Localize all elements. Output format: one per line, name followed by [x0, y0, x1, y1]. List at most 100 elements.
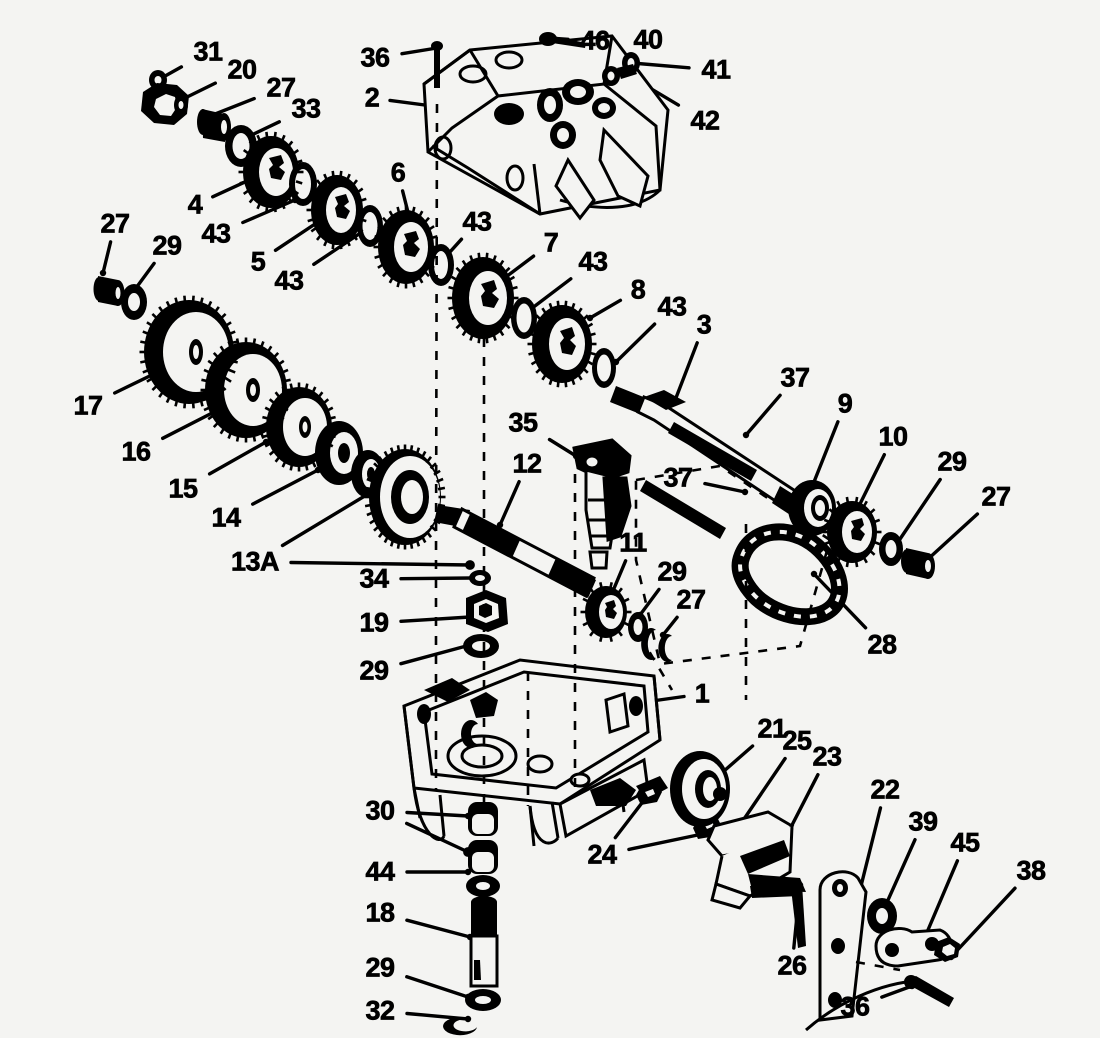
leader-tip-27 — [99, 269, 107, 277]
callout-label-43: 43 — [201, 218, 231, 249]
leader-line-16 — [161, 408, 220, 440]
part-25-23-shift-lever — [706, 810, 806, 910]
callout-label-40: 40 — [633, 24, 663, 55]
part-11-sprocket — [585, 586, 627, 638]
callout-label-37: 37 — [780, 362, 810, 393]
callout-label-39: 39 — [908, 806, 938, 837]
leader-line-23 — [788, 773, 820, 831]
leader-line-10 — [854, 453, 886, 514]
part-46-pin — [539, 32, 586, 48]
callout-label-19: 19 — [359, 607, 389, 638]
part-39-washer — [867, 898, 897, 934]
leader-line-45 — [923, 859, 960, 939]
part-4-gear — [243, 136, 299, 208]
callout-label-27: 27 — [266, 72, 296, 103]
part-32-retainer — [443, 1017, 477, 1036]
leader-line-36 — [880, 984, 914, 999]
part-16-gear — [205, 342, 287, 438]
part-40-washer — [602, 66, 620, 86]
part-42-bolt — [617, 64, 637, 79]
part-lever-arm — [805, 980, 907, 1032]
part-9-bearing — [788, 480, 836, 536]
callout-label-22: 22 — [870, 774, 900, 805]
part-11-sprocket-teeth — [580, 582, 632, 642]
part-45-bracket — [874, 927, 953, 968]
part-30-collar-a — [468, 802, 498, 836]
leader-line-27 — [925, 512, 980, 562]
callout-label-42: 42 — [690, 105, 720, 136]
leader-line-29 — [638, 587, 661, 617]
part-5-gear-teeth — [306, 170, 368, 250]
part-14-gear — [315, 421, 363, 485]
callout-label-28: 28 — [867, 629, 897, 660]
callout-label-2: 2 — [364, 82, 380, 113]
leader-tip-13A-b — [465, 560, 475, 570]
callout-label-43: 43 — [657, 291, 687, 322]
callout-label-5: 5 — [250, 246, 266, 277]
callout-label-6: 6 — [390, 157, 406, 188]
leader-line-8 — [588, 298, 623, 320]
leader-line-39 — [882, 838, 917, 911]
callout-label-35: 35 — [508, 407, 538, 438]
leader-line-29 — [405, 975, 470, 999]
callout-label-10: 10 — [878, 421, 908, 452]
leader-line-3 — [672, 341, 699, 405]
leader-line-13A — [280, 486, 380, 548]
callout-label-14: 14 — [211, 502, 241, 533]
part-36-bolt-b — [904, 975, 954, 1007]
part-27-bushing-c — [901, 548, 935, 579]
part-8-gear-teeth — [527, 300, 597, 388]
callout-label-20: 20 — [227, 54, 257, 85]
callout-label-29: 29 — [152, 230, 182, 261]
part-43-washer-a — [289, 162, 317, 206]
callout-label-23: 23 — [812, 741, 842, 772]
callout-label-12: 12 — [512, 448, 542, 479]
callout-label-33: 33 — [291, 93, 321, 124]
callout-label-34: 34 — [359, 563, 389, 594]
callout-label-29: 29 — [937, 446, 967, 477]
callout-label-45: 45 — [950, 827, 980, 858]
part-16-gear-teeth — [200, 337, 292, 443]
leader-tip-28 — [810, 570, 818, 578]
leader-line-41 — [630, 61, 691, 70]
part-13A-gear — [369, 449, 441, 545]
part-34-ring — [469, 570, 491, 586]
part-29-bushing-b — [879, 532, 903, 566]
leader-line-43 — [614, 322, 657, 364]
callout-label-29: 29 — [657, 556, 687, 587]
callout-label-15: 15 — [168, 473, 198, 504]
part-5-gear — [311, 175, 363, 245]
part-29-bushing-a — [121, 284, 147, 320]
leader-tip-44 — [464, 868, 472, 876]
part-7-gear — [452, 257, 514, 339]
part-26-pin — [790, 880, 806, 948]
part-21-pulley — [670, 751, 730, 827]
callout-label-25: 25 — [782, 725, 812, 756]
leader-tip-37 — [741, 488, 749, 496]
callout-label-3: 3 — [696, 309, 712, 340]
leader-line-18 — [405, 918, 472, 939]
leader-line-13A-b — [289, 560, 472, 567]
leader-line-25 — [740, 756, 787, 824]
leader-line-22 — [858, 806, 883, 892]
part-22-bracket — [818, 870, 868, 1022]
part-19-gear-bevel — [466, 590, 508, 632]
part-43-washer-d — [511, 297, 537, 339]
callout-label-36: 36 — [840, 991, 870, 1022]
part-38-nut — [934, 937, 960, 962]
callout-label-18: 18 — [365, 897, 395, 928]
leader-line-12 — [498, 480, 521, 527]
callout-label-8: 8 — [630, 274, 646, 305]
callout-label-13A: 13A — [230, 546, 280, 577]
assembly-guides — [434, 103, 901, 972]
leader-line-14 — [251, 468, 320, 506]
part-8-gear — [532, 305, 592, 383]
part-35-shift-fork — [572, 438, 632, 570]
part-10-sprocket — [827, 501, 877, 563]
leader-line-38 — [949, 886, 1017, 959]
part-10-sprocket-teeth — [822, 496, 882, 568]
callout-label-43: 43 — [462, 206, 492, 237]
part-36-bolt-a — [431, 41, 443, 88]
leader-line-43 — [241, 198, 297, 225]
